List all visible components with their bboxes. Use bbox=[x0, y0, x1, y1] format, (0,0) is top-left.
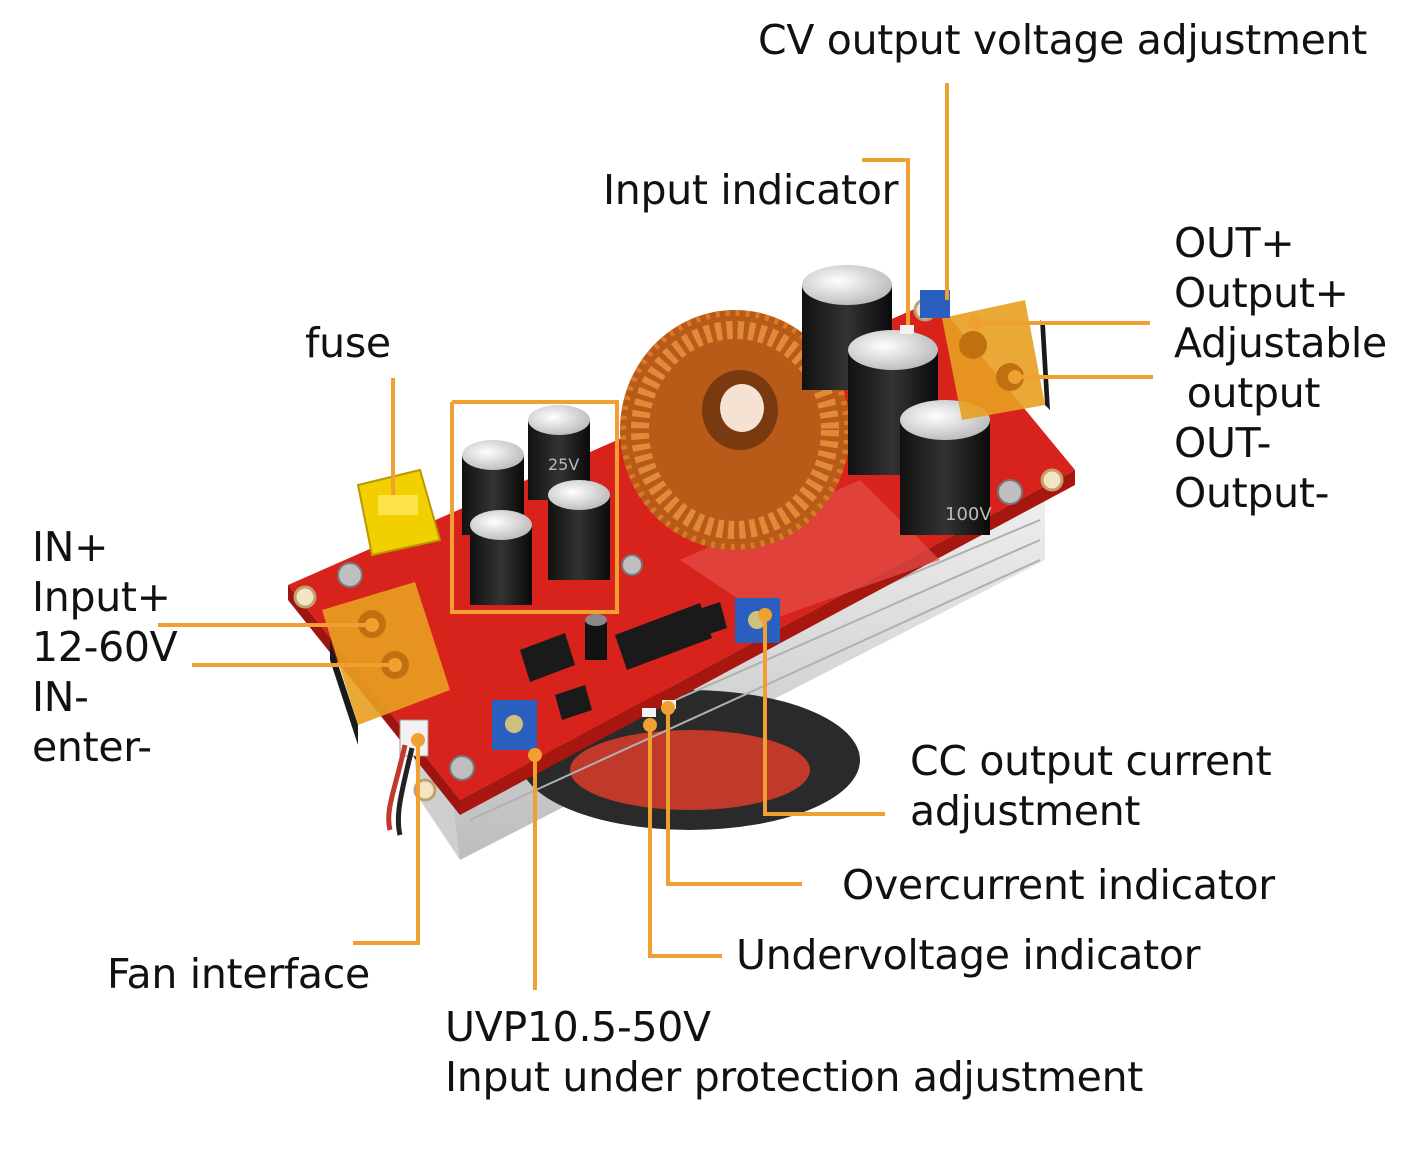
label-fan-interface: Fan interface bbox=[107, 950, 370, 998]
label-in-plus: IN+ bbox=[32, 523, 109, 571]
output-label-group: OUT+ Output+ Adjustable output OUT- Outp… bbox=[1174, 218, 1387, 518]
leader-lines bbox=[158, 83, 1153, 990]
output-terminal bbox=[942, 300, 1050, 420]
label-cc-line1: CC output current bbox=[910, 737, 1272, 785]
label-cc-line2: adjustment bbox=[910, 787, 1141, 835]
label-adjustable: Adjustable bbox=[1174, 319, 1387, 367]
label-input-plus: Input+ bbox=[32, 573, 171, 621]
label-output-minus: Output- bbox=[1174, 469, 1330, 517]
label-enter-minus: enter- bbox=[32, 723, 152, 771]
input-terminal bbox=[322, 582, 450, 745]
label-cv-adjustment: CV output voltage adjustment bbox=[758, 16, 1367, 64]
label-out-minus: OUT- bbox=[1174, 419, 1272, 467]
potentiometers bbox=[492, 290, 950, 750]
capacitors-output: 100V bbox=[802, 265, 992, 535]
uvp-label-group: UVP10.5-50V Input under protection adjus… bbox=[445, 1002, 1143, 1102]
label-fuse: fuse bbox=[305, 319, 391, 367]
cc-label-group: CC output current adjustment bbox=[910, 736, 1272, 836]
label-input-indicator: Input indicator bbox=[603, 166, 899, 214]
label-out-plus: OUT+ bbox=[1174, 219, 1295, 267]
capacitor-marking: 25V bbox=[548, 455, 579, 474]
input-label-group: IN+ Input+ 12-60V IN- enter- bbox=[32, 522, 178, 772]
label-output-plus: Output+ bbox=[1174, 269, 1349, 317]
toroid-inductor bbox=[620, 310, 850, 550]
label-in-minus: IN- bbox=[32, 673, 89, 721]
capacitors-input: 25V bbox=[462, 405, 610, 605]
label-overcurrent: Overcurrent indicator bbox=[842, 861, 1275, 909]
label-undervoltage: Undervoltage indicator bbox=[736, 931, 1201, 979]
label-uvp-desc: Input under protection adjustment bbox=[445, 1053, 1144, 1101]
label-voltage-range: 12-60V bbox=[32, 623, 178, 671]
label-uvp-range: UVP10.5-50V bbox=[445, 1003, 711, 1051]
fuse-component bbox=[356, 468, 442, 557]
label-output: output bbox=[1174, 369, 1321, 417]
ic-chips bbox=[520, 602, 727, 720]
capacitor-marking: 100V bbox=[945, 504, 992, 525]
